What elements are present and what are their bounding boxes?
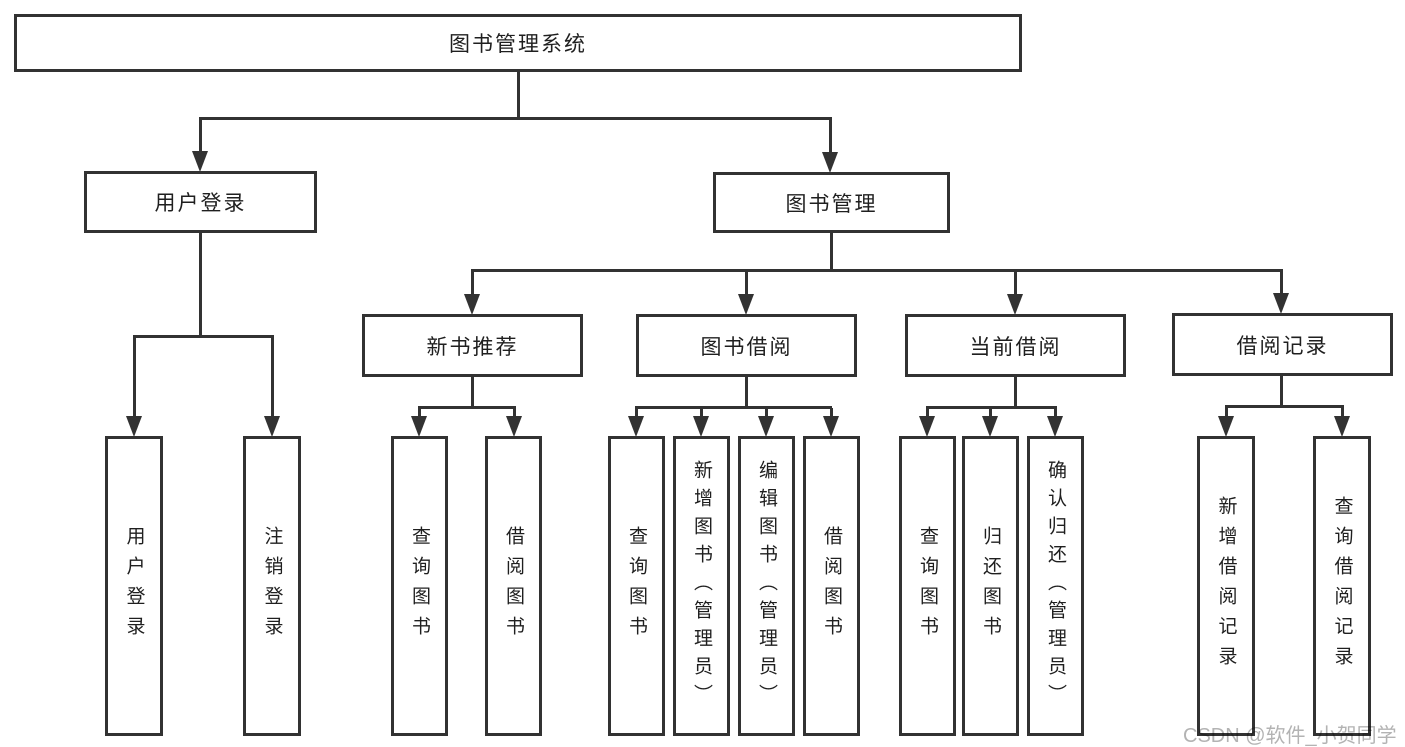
leaf-currentborrow-confirm-label: 确认归还（管理员）	[1045, 460, 1066, 712]
leaf-record-add: 新增借阅记录	[1197, 436, 1255, 736]
edge-borrow-record-rail	[1225, 405, 1344, 408]
edge-user-login-drop	[199, 233, 202, 337]
arrowhead-br-query	[1334, 416, 1350, 437]
leaf-logout-label: 注销登录	[261, 526, 283, 646]
leaf-bookborrow-add-label: 新增图书（管理员）	[691, 460, 712, 712]
edge-stem-cb-return	[989, 408, 992, 420]
node-user-login: 用户登录	[84, 171, 317, 233]
arrowhead-current-borrow	[1007, 294, 1023, 315]
edge-stem-bb-borrow	[830, 408, 833, 420]
edge-book-mgmt-drop	[830, 233, 833, 271]
arrowhead-bb-add	[693, 416, 709, 437]
node-book-borrow-label: 图书借阅	[700, 335, 793, 359]
leaf-user-login-label: 用户登录	[123, 526, 145, 646]
leaf-newbook-borrow-label: 借阅图书	[503, 526, 524, 646]
edge-stem-bb-query	[635, 408, 638, 420]
edge-stem-nb-borrow	[513, 408, 516, 420]
arrowhead-nb-borrow	[506, 416, 522, 437]
leaf-record-add-label: 新增借阅记录	[1215, 496, 1237, 676]
edge-stem-leaf-login	[133, 337, 136, 419]
leaf-newbook-query-label: 查询图书	[409, 526, 430, 646]
edge-stem-br-query	[1341, 407, 1344, 420]
edge-current-borrow-rail	[926, 406, 1057, 409]
node-borrow-record-label: 借阅记录	[1236, 334, 1329, 358]
edge-root-drop	[517, 71, 520, 119]
edge-book-mgmt-rail	[471, 269, 1283, 272]
arrowhead-cb-confirm	[1047, 416, 1063, 437]
leaf-bookborrow-edit: 编辑图书（管理员）	[738, 436, 795, 736]
edge-borrow-record-drop	[1280, 376, 1283, 407]
arrowhead-leaf-logout	[264, 416, 280, 437]
arrowhead-br-add	[1218, 416, 1234, 437]
leaf-bookborrow-borrow: 借阅图书	[803, 436, 860, 736]
edge-stem-leaf-logout	[271, 337, 274, 419]
edge-stem-book-borrow	[745, 271, 748, 297]
node-new-book-label: 新书推荐	[426, 335, 519, 359]
leaf-record-query: 查询借阅记录	[1313, 436, 1371, 736]
leaf-bookborrow-query-label: 查询图书	[626, 526, 647, 646]
leaf-currentborrow-query: 查询图书	[899, 436, 956, 736]
leaf-bookborrow-add: 新增图书（管理员）	[673, 436, 730, 736]
arrowhead-leaf-login	[126, 416, 142, 437]
edge-stem-new-book	[471, 271, 474, 297]
node-borrow-record: 借阅记录	[1172, 313, 1393, 376]
leaf-newbook-borrow: 借阅图书	[485, 436, 542, 736]
leaf-currentborrow-confirm: 确认归还（管理员）	[1027, 436, 1084, 736]
node-user-login-label: 用户登录	[154, 192, 247, 215]
edge-stem-cb-confirm	[1054, 408, 1057, 420]
leaf-currentborrow-query-label: 查询图书	[917, 526, 938, 646]
edge-stem-bb-add	[700, 408, 703, 420]
arrowhead-new-book	[464, 294, 480, 315]
edge-current-borrow-drop	[1014, 377, 1017, 408]
arrowhead-cb-return	[982, 416, 998, 437]
edge-stem-current-borrow	[1014, 271, 1017, 297]
node-book-mgmt-label: 图书管理	[785, 192, 878, 216]
edge-stem-cb-query	[926, 408, 929, 420]
arrowhead-bb-edit	[758, 416, 774, 437]
edge-stem-user-login	[199, 119, 202, 153]
node-book-borrow: 图书借阅	[636, 314, 857, 377]
node-current-borrow-label: 当前借阅	[969, 335, 1062, 359]
edge-stem-bb-edit	[765, 408, 768, 420]
leaf-bookborrow-edit-label: 编辑图书（管理员）	[756, 460, 777, 712]
leaf-currentborrow-return: 归还图书	[962, 436, 1019, 736]
watermark: CSDN @软件_小贺同学	[1183, 725, 1397, 747]
leaf-currentborrow-return-label: 归还图书	[980, 526, 1001, 646]
node-book-mgmt: 图书管理	[713, 172, 950, 233]
node-new-book: 新书推荐	[362, 314, 583, 377]
edge-user-login-rail	[133, 335, 274, 338]
arrowhead-cb-query	[919, 416, 935, 437]
arrowhead-user-login	[192, 151, 208, 172]
edge-stem-nb-query	[418, 408, 421, 420]
arrowhead-borrow-record	[1273, 293, 1289, 314]
leaf-record-query-label: 查询借阅记录	[1331, 496, 1353, 676]
edge-book-borrow-drop	[745, 377, 748, 408]
leaf-logout: 注销登录	[243, 436, 301, 736]
node-root-label: 图书管理系统	[449, 33, 587, 56]
edge-stem-book-mgmt	[829, 119, 832, 153]
arrowhead-book-mgmt	[822, 152, 838, 173]
leaf-newbook-query: 查询图书	[391, 436, 448, 736]
edge-new-book-rail	[418, 406, 516, 409]
arrowhead-bb-borrow	[823, 416, 839, 437]
edge-stem-br-add	[1225, 407, 1228, 420]
arrowhead-nb-query	[411, 416, 427, 437]
leaf-user-login: 用户登录	[105, 436, 163, 736]
node-root: 图书管理系统	[14, 14, 1022, 72]
arrowhead-bb-query	[628, 416, 644, 437]
node-current-borrow: 当前借阅	[905, 314, 1126, 377]
edge-stem-borrow-record	[1280, 271, 1283, 297]
leaf-bookborrow-borrow-label: 借阅图书	[821, 526, 842, 646]
edge-book-borrow-rail	[635, 406, 832, 409]
edge-new-book-drop	[471, 377, 474, 408]
arrowhead-book-borrow	[738, 294, 754, 315]
edge-root-rail	[199, 117, 832, 120]
leaf-bookborrow-query: 查询图书	[608, 436, 665, 736]
